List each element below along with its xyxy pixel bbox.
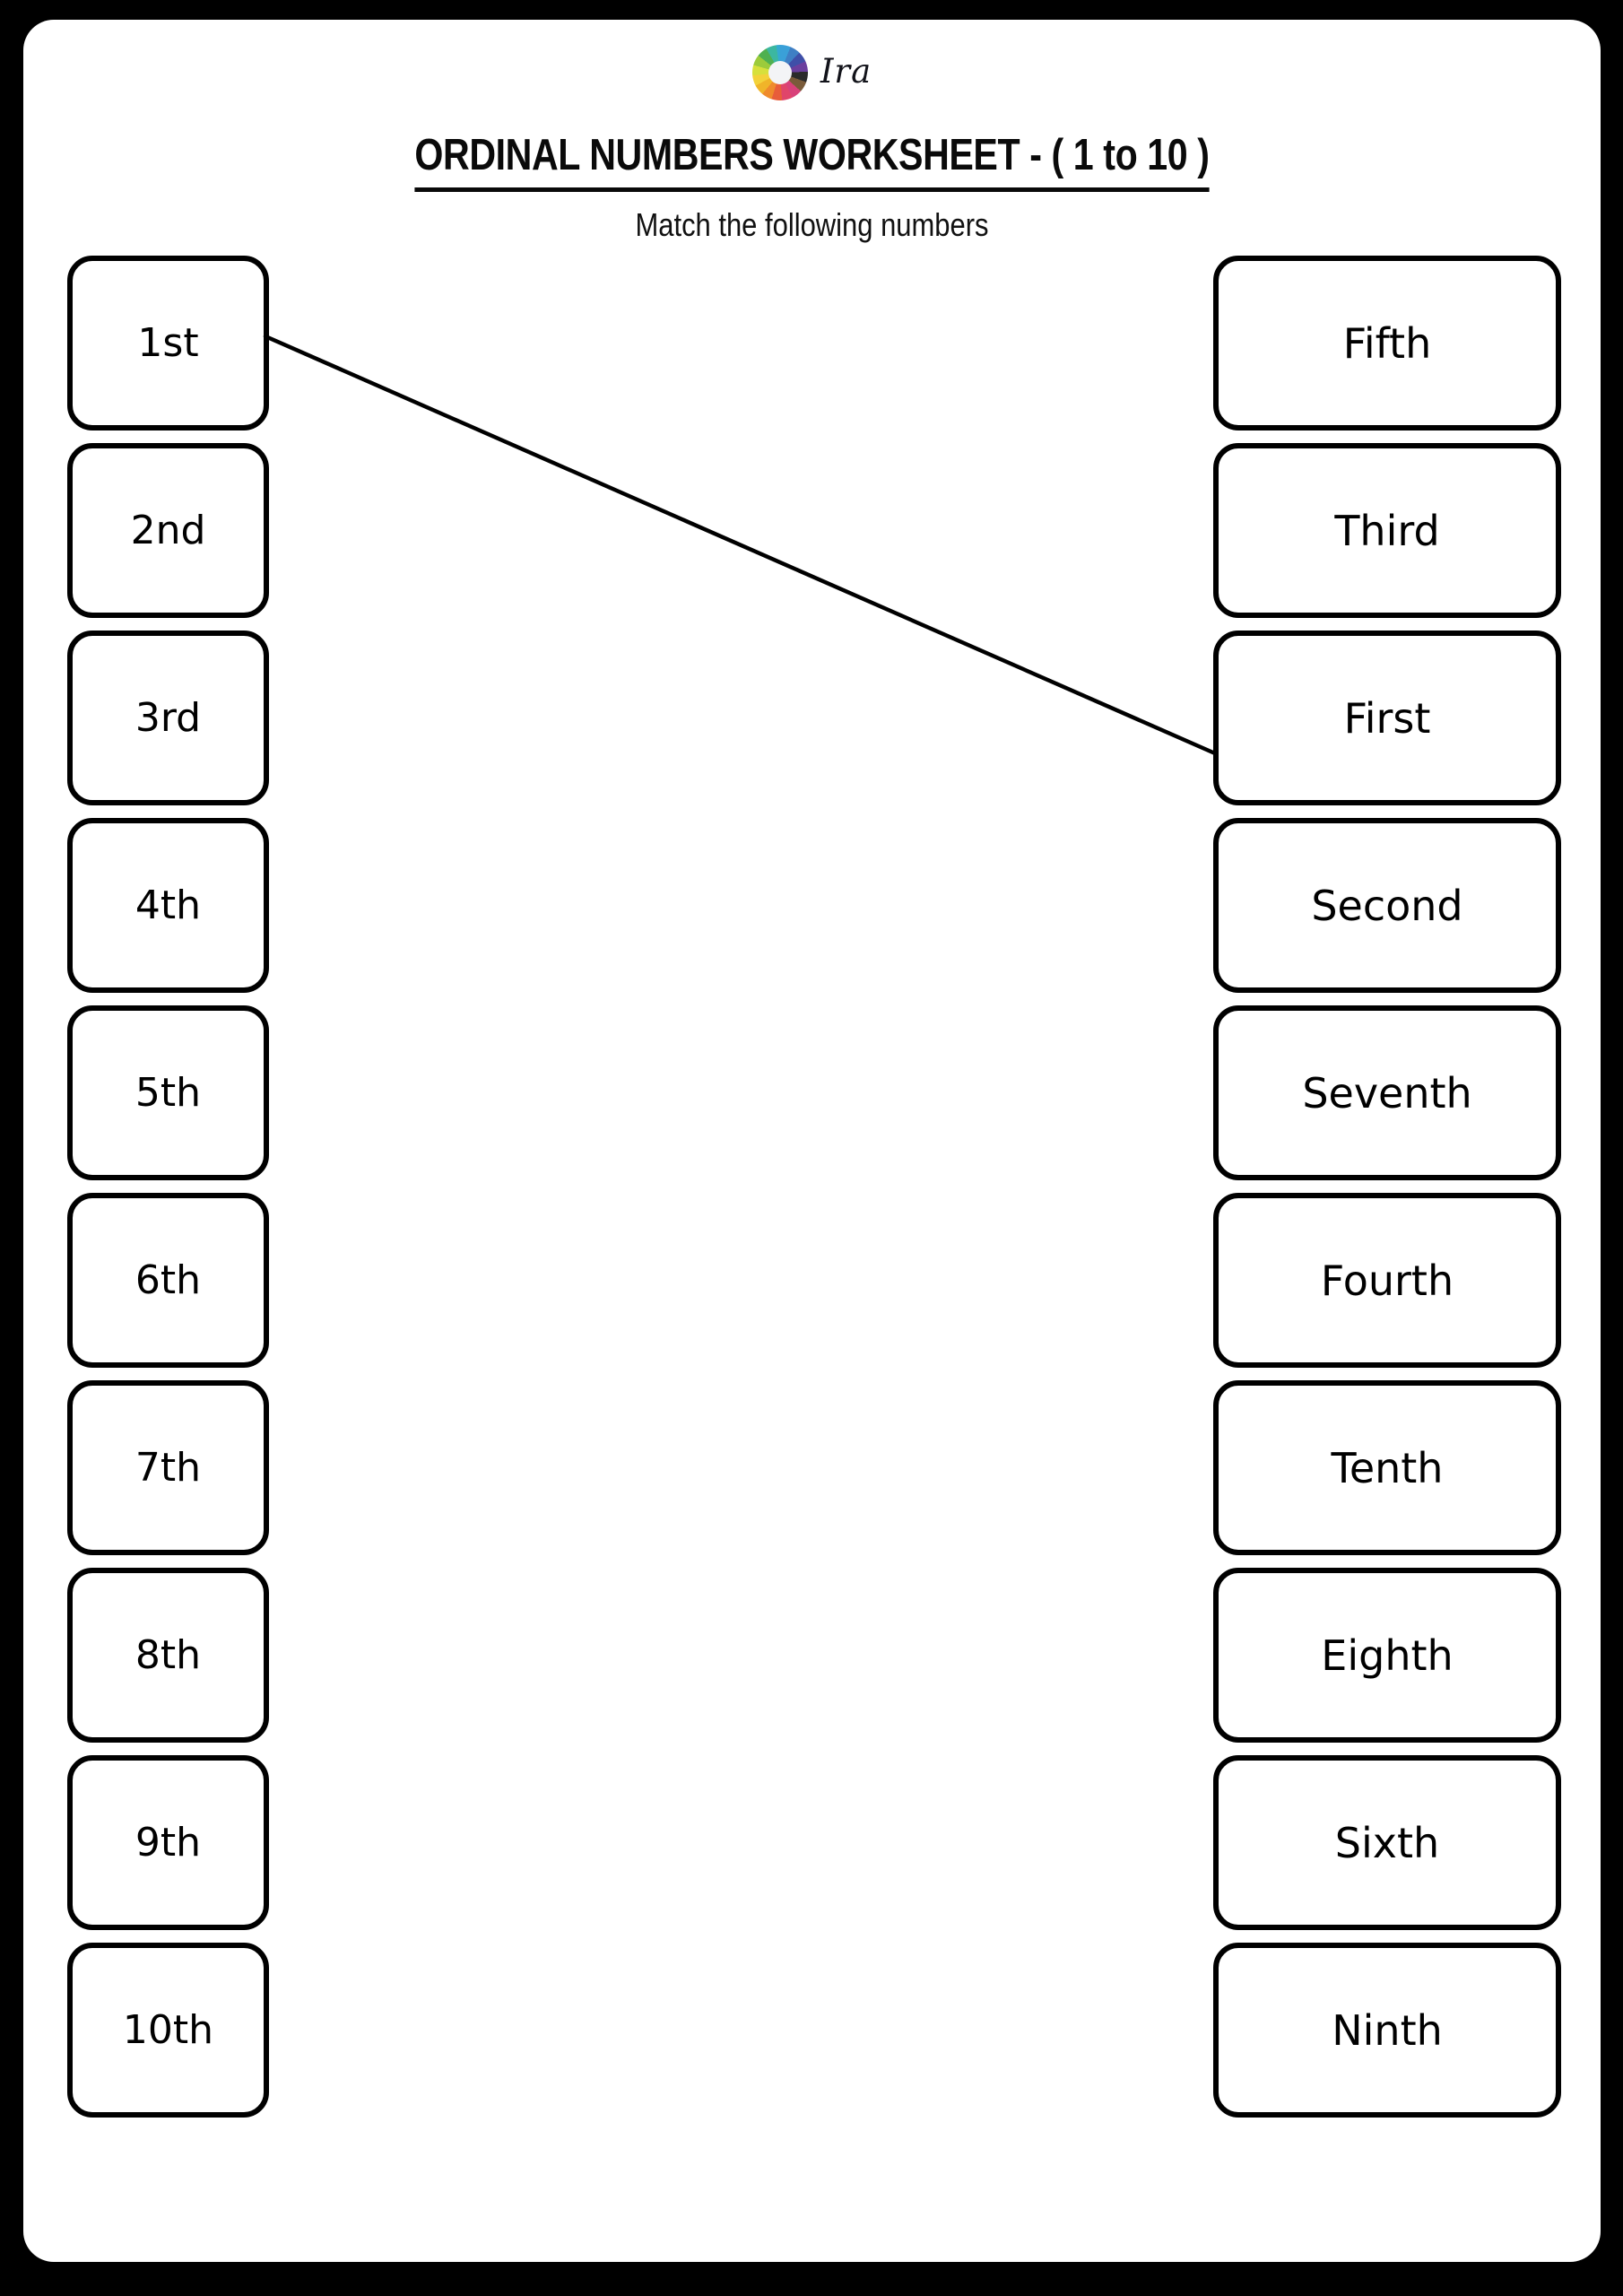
match-card-label: 4th (135, 882, 202, 928)
match-card-left[interactable]: 3rd (67, 631, 269, 805)
ordinal-numeral-column: 1st 2nd 3rd 4th 5th 6th 7th 8th 9th 10th (67, 256, 269, 2130)
match-card-left[interactable]: 8th (67, 1568, 269, 1743)
brand-header: Ira (23, 43, 1601, 102)
match-card-label: Third (1334, 506, 1440, 555)
match-card-right[interactable]: First (1213, 631, 1561, 805)
match-card-right[interactable]: Fourth (1213, 1193, 1561, 1368)
match-card-label: Fourth (1320, 1256, 1454, 1305)
match-card-label: Seventh (1302, 1068, 1472, 1118)
match-card-label: Sixth (1334, 1818, 1440, 1867)
colored-pencil-circle-logo-icon (751, 45, 808, 100)
brand-name: Ira (820, 51, 872, 91)
match-card-right[interactable]: Third (1213, 443, 1561, 618)
match-card-left[interactable]: 4th (67, 818, 269, 993)
match-card-label: First (1343, 693, 1431, 743)
match-card-right[interactable]: Second (1213, 818, 1561, 993)
match-card-label: 8th (135, 1631, 202, 1678)
match-card-label: 1st (137, 319, 199, 366)
match-card-label: Fifth (1342, 318, 1432, 368)
match-card-right[interactable]: Ninth (1213, 1943, 1561, 2118)
match-card-label: 10th (122, 2006, 214, 2053)
match-card-right[interactable]: Tenth (1213, 1380, 1561, 1555)
match-card-label: Ninth (1332, 2005, 1443, 2055)
match-card-label: 9th (135, 1819, 202, 1866)
match-card-label: 6th (135, 1257, 202, 1303)
match-card-left[interactable]: 1st (67, 256, 269, 430)
match-card-right[interactable]: Sixth (1213, 1755, 1561, 1930)
match-card-right[interactable]: Fifth (1213, 256, 1561, 430)
match-card-label: Second (1311, 881, 1463, 930)
match-line[interactable] (263, 334, 1218, 756)
match-card-right[interactable]: Seventh (1213, 1005, 1561, 1180)
match-card-label: 7th (135, 1444, 202, 1491)
match-card-label: Eighth (1321, 1631, 1454, 1680)
match-card-label: Tenth (1331, 1443, 1444, 1492)
instruction-text: Match the following numbers (635, 206, 989, 243)
match-card-label: 2nd (130, 507, 206, 553)
page-title-text: ORDINAL NUMBERS WORKSHEET - ( 1 to 10 ) (414, 131, 1210, 192)
page-title: ORDINAL NUMBERS WORKSHEET - ( 1 to 10 ) (150, 130, 1475, 192)
match-card-label: 5th (135, 1069, 202, 1116)
match-card-left[interactable]: 2nd (67, 443, 269, 618)
match-card-left[interactable]: 5th (67, 1005, 269, 1180)
match-card-left[interactable]: 7th (67, 1380, 269, 1555)
match-card-left[interactable]: 6th (67, 1193, 269, 1368)
match-card-left[interactable]: 9th (67, 1755, 269, 1930)
match-card-left[interactable]: 10th (67, 1943, 269, 2118)
match-card-label: 3rd (135, 694, 202, 741)
match-card-right[interactable]: Eighth (1213, 1568, 1561, 1743)
worksheet-page: Ira ORDINAL NUMBERS WORKSHEET - ( 1 to 1… (23, 20, 1601, 2262)
